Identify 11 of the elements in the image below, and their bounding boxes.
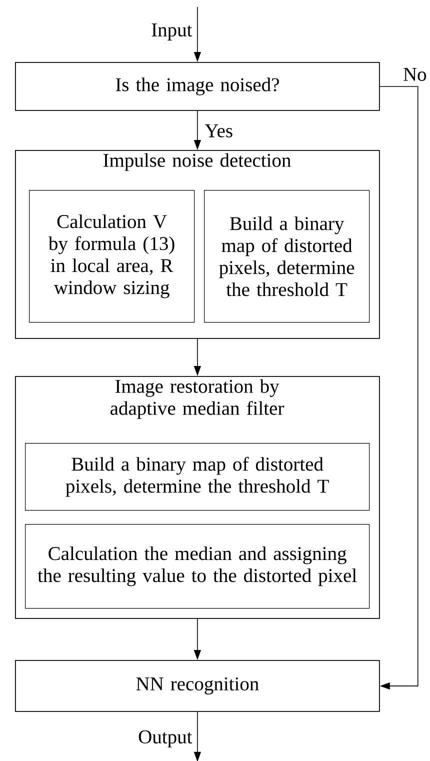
process-box: NN recognition xyxy=(15,660,380,712)
process-box: Calculation V by formula (13) in local area, R window sizing xyxy=(29,190,195,323)
edge-label: Input xyxy=(150,22,194,42)
process-box: Is the image noised? xyxy=(15,62,380,111)
edge-label: Yes xyxy=(204,123,234,138)
edge-label: Output xyxy=(137,729,194,748)
edge-label: No xyxy=(402,66,428,82)
arrow xyxy=(380,86,418,690)
process-box: Build a binary map of distorted pixels, determine the threshold T xyxy=(25,443,370,511)
process-box: Build a binary map of distorted pixels, determine the threshold T xyxy=(204,190,370,323)
process-box: Calculation the median and assigning the resulting value to the distorted pixel xyxy=(25,524,370,609)
